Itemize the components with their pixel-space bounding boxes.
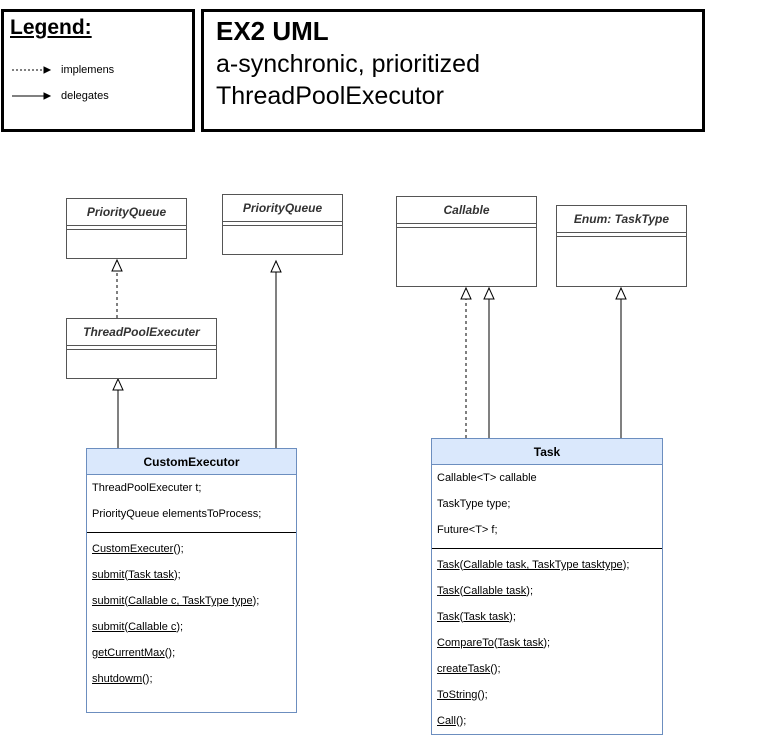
edge-custom-delegates-tpe <box>112 377 124 448</box>
method-name: submit <box>92 621 125 633</box>
method-tail: ); <box>173 569 181 581</box>
class-name: Enum: TaskType <box>557 206 686 233</box>
method-args: Callable task <box>463 585 527 597</box>
method-name: submit <box>92 569 125 581</box>
class-name: ThreadPoolExecuter <box>67 319 216 346</box>
method-name: Task <box>437 559 460 571</box>
class-priorityqueue-right[interactable]: PriorityQueue <box>222 194 343 255</box>
class-customexecutor[interactable]: CustomExecutor ThreadPoolExecuter t; Pri… <box>86 448 297 713</box>
method: createTask(); <box>432 656 662 682</box>
field: ThreadPoolExecuter t; <box>92 482 202 494</box>
method: CustomExecuter(); <box>87 536 296 562</box>
edge-task-implements-callable <box>460 286 472 438</box>
method-tail: ); <box>176 621 184 633</box>
class-threadpoolexecuter[interactable]: ThreadPoolExecuter <box>66 318 217 379</box>
method-tail: (); <box>173 543 184 555</box>
class-name: CustomExecutor <box>87 449 296 475</box>
class-divider <box>432 548 662 549</box>
method-tail: ); <box>252 595 260 607</box>
method: ToString(); <box>432 682 662 708</box>
method-name: CustomExecuter <box>92 543 174 555</box>
legend-title: Legend: <box>10 16 92 39</box>
diagram-title: EX2 UML <box>216 16 329 46</box>
method-args: Task task <box>463 611 510 623</box>
method-tail: ); <box>526 585 534 597</box>
method-tail: ); <box>509 611 516 623</box>
method: getCurrentMax(); <box>87 640 296 666</box>
method-name: Call <box>437 715 456 727</box>
class-separator <box>223 222 342 226</box>
edge-task-delegates-callable <box>483 286 495 438</box>
class-task[interactable]: Task Callable<T> callable TaskType type;… <box>431 438 663 735</box>
edge-tpe-implements-pq <box>111 258 123 318</box>
method-args: Callable c, TaskType type <box>128 595 253 607</box>
method: submit(Task task); <box>92 569 181 581</box>
method: Call(); <box>432 708 662 734</box>
class-separator <box>67 346 216 350</box>
title-box: EX2 UML a-synchronic, prioritized Thread… <box>201 9 705 132</box>
diagram-subtitle-line2: ThreadPoolExecutor <box>216 82 444 110</box>
class-separator <box>67 226 186 230</box>
class-name: Callable <box>397 197 536 224</box>
method-tail: (); <box>455 715 467 727</box>
class-divider <box>87 532 296 533</box>
edge-task-delegates-tasktype <box>615 286 627 438</box>
method-tail: (); <box>142 673 153 685</box>
class-separator <box>397 224 536 228</box>
method-name: createTask <box>437 663 491 675</box>
method: Task(Task task); <box>437 611 516 623</box>
method-name: ToString <box>437 689 478 701</box>
method-args: Task task <box>128 569 174 581</box>
class-name: PriorityQueue <box>223 195 342 222</box>
class-enum-tasktype[interactable]: Enum: TaskType <box>556 205 687 287</box>
method-name: CompareTo <box>437 637 494 649</box>
method: submit(Callable c); <box>92 621 184 633</box>
legend-implements-label: implemens <box>61 64 115 76</box>
method-name: submit <box>92 595 125 607</box>
field: PriorityQueue elementsToProcess; <box>92 508 262 520</box>
method: submit(Callable c, TaskType type); <box>92 595 260 607</box>
method: Task(Callable task, TaskType tasktype); <box>437 559 630 571</box>
method-tail: ); <box>622 559 630 571</box>
method: CompareTo(Task task); <box>437 637 551 649</box>
method-name: Task <box>437 611 460 623</box>
method: shutdowm(); <box>87 666 296 692</box>
method-args: Callable c <box>128 621 177 633</box>
field: TaskType type; <box>437 498 511 510</box>
method-args: Task task <box>497 637 544 649</box>
field: Callable<T> callable <box>437 472 537 484</box>
method-tail: (); <box>477 689 488 701</box>
class-separator <box>557 233 686 237</box>
method-args: Callable task, TaskType tasktype <box>463 559 623 571</box>
method-tail: ); <box>543 637 551 649</box>
method-tail: (); <box>490 663 501 675</box>
legend-dashed-arrow <box>12 66 52 74</box>
method-name: shutdowm <box>92 673 143 685</box>
method-tail: (); <box>164 647 176 659</box>
class-name: PriorityQueue <box>67 199 186 226</box>
method-name: getCurrentMax <box>92 647 165 659</box>
method: Task(Callable task); <box>437 585 534 597</box>
method-name: Task <box>437 585 460 597</box>
edge-custom-delegates-pq <box>270 259 282 448</box>
legend-delegates-label: delegates <box>61 90 109 102</box>
class-priorityqueue-left[interactable]: PriorityQueue <box>66 198 187 259</box>
class-callable[interactable]: Callable <box>396 196 537 287</box>
field: Future<T> f; <box>437 524 498 536</box>
class-name: Task <box>432 439 662 465</box>
legend-solid-arrow <box>12 92 52 100</box>
diagram-subtitle-line1: a-synchronic, prioritized <box>216 50 480 78</box>
